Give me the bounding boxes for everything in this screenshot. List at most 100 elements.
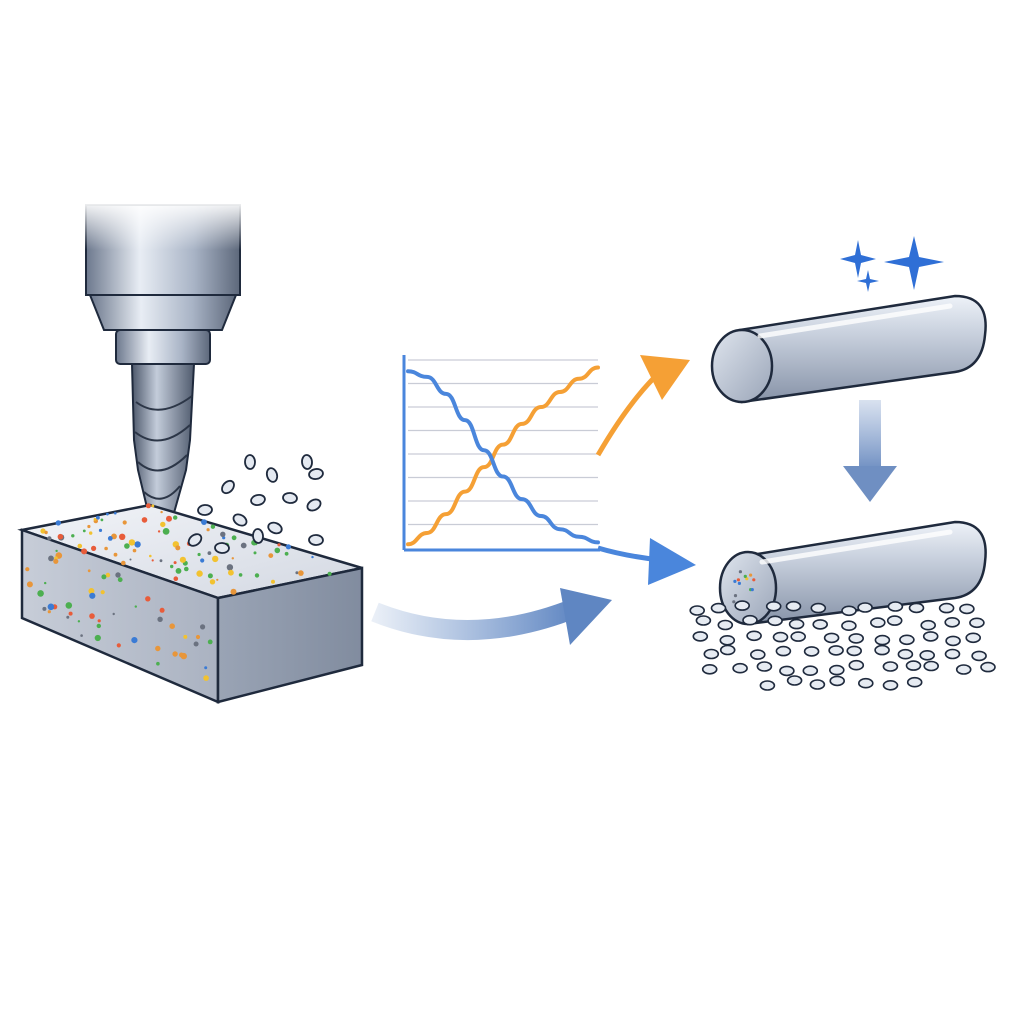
block-speckle	[89, 531, 93, 535]
block-speckle	[311, 555, 314, 559]
ground-chip	[717, 619, 734, 631]
chart-grid	[408, 359, 598, 526]
block-speckle	[200, 558, 205, 563]
down-arrow-shaft	[859, 400, 881, 470]
ground-chip	[841, 620, 857, 632]
ground-chip	[786, 675, 803, 686]
ground-chip	[857, 677, 874, 689]
block-speckle	[77, 620, 81, 623]
ground-chip	[944, 616, 961, 628]
block-speckle	[82, 529, 86, 533]
bar-end-speckle	[733, 594, 738, 598]
ground-chip	[772, 631, 789, 643]
tool-flute-4	[143, 485, 181, 500]
block-speckle	[105, 572, 111, 578]
block-speckle	[134, 541, 141, 548]
block-speckle	[100, 590, 105, 595]
ground-chip	[899, 634, 915, 646]
block-speckle	[222, 536, 226, 540]
scattered-chips	[689, 600, 996, 691]
flying-chip	[252, 528, 264, 544]
ground-chip	[775, 645, 792, 657]
block-speckle	[238, 573, 243, 577]
block-speckle	[124, 543, 130, 549]
block-speckle	[96, 515, 100, 520]
ground-chip	[841, 605, 857, 617]
flying-chip	[308, 468, 324, 480]
block-speckle	[141, 517, 148, 523]
block-speckle	[157, 616, 163, 622]
flying-chip	[232, 513, 248, 527]
tool-shank	[130, 363, 196, 530]
block-speckle	[145, 503, 151, 509]
block-speckle	[327, 571, 332, 576]
block-speckle	[160, 521, 166, 528]
ground-chip	[810, 602, 827, 614]
block-speckle	[88, 588, 95, 594]
block-speckle	[169, 623, 175, 629]
block-speckle	[94, 634, 101, 642]
ground-chip	[802, 665, 819, 677]
tool-flute-1	[135, 395, 193, 411]
block-speckle	[37, 590, 44, 597]
bar-top-body	[738, 294, 987, 404]
block-speckle	[93, 518, 97, 521]
block-speckle	[121, 560, 126, 566]
block-speckle	[209, 579, 216, 585]
block-speckle	[47, 603, 55, 611]
ground-chip	[846, 645, 863, 657]
block-speckle	[57, 533, 64, 540]
block-speckle	[179, 652, 184, 658]
block-speckle	[184, 566, 189, 572]
block-speckle	[26, 581, 33, 588]
block-speckle	[284, 551, 289, 556]
flying-chip	[221, 479, 235, 495]
down-arrow-head	[843, 466, 897, 502]
ground-chip	[938, 602, 955, 614]
block-side-face	[216, 566, 364, 704]
ground-chip	[980, 661, 996, 673]
flying-chip	[306, 498, 322, 512]
orange-arrow-shaft	[595, 370, 662, 457]
speckled-block-icon	[17, 503, 364, 704]
block-speckle	[157, 530, 161, 533]
ground-chip	[692, 631, 709, 642]
block-speckle	[55, 520, 61, 526]
block-speckle	[179, 556, 186, 563]
ground-chip	[882, 661, 899, 672]
block-speckle	[119, 533, 126, 540]
ground-chip	[874, 644, 890, 656]
flying-chip	[267, 521, 283, 535]
block-speckle	[160, 510, 163, 514]
block-speckle	[134, 605, 137, 608]
block-speckle	[97, 619, 101, 623]
flying-chip	[265, 467, 279, 483]
block-speckle	[131, 637, 138, 644]
flying-chip	[197, 504, 213, 516]
spindle-collar	[88, 294, 238, 331]
ground-chip	[719, 634, 736, 646]
ground-chip	[732, 662, 748, 674]
ground-chip	[906, 676, 923, 688]
block-speckle	[204, 666, 208, 670]
block-speckle	[77, 543, 83, 549]
ground-chip	[905, 660, 922, 671]
block-speckle	[80, 634, 83, 637]
ground-chip	[703, 648, 720, 660]
ground-chip	[922, 631, 939, 642]
end-mill-drill-icon	[84, 200, 244, 530]
block-speckle	[112, 612, 115, 616]
block-speckle	[173, 576, 179, 581]
ground-chip	[848, 659, 865, 671]
block-speckle	[116, 643, 121, 648]
bar-end-speckle	[750, 588, 754, 592]
chart-series-group	[406, 355, 696, 585]
block-speckle	[44, 530, 48, 535]
cylinder-bar-icon	[710, 294, 987, 404]
ground-chip	[944, 648, 961, 660]
block-speckle	[151, 559, 154, 562]
ground-chip	[886, 615, 903, 626]
block-speckle	[98, 528, 103, 533]
block-speckle	[210, 524, 216, 529]
block-speckle	[104, 546, 108, 551]
